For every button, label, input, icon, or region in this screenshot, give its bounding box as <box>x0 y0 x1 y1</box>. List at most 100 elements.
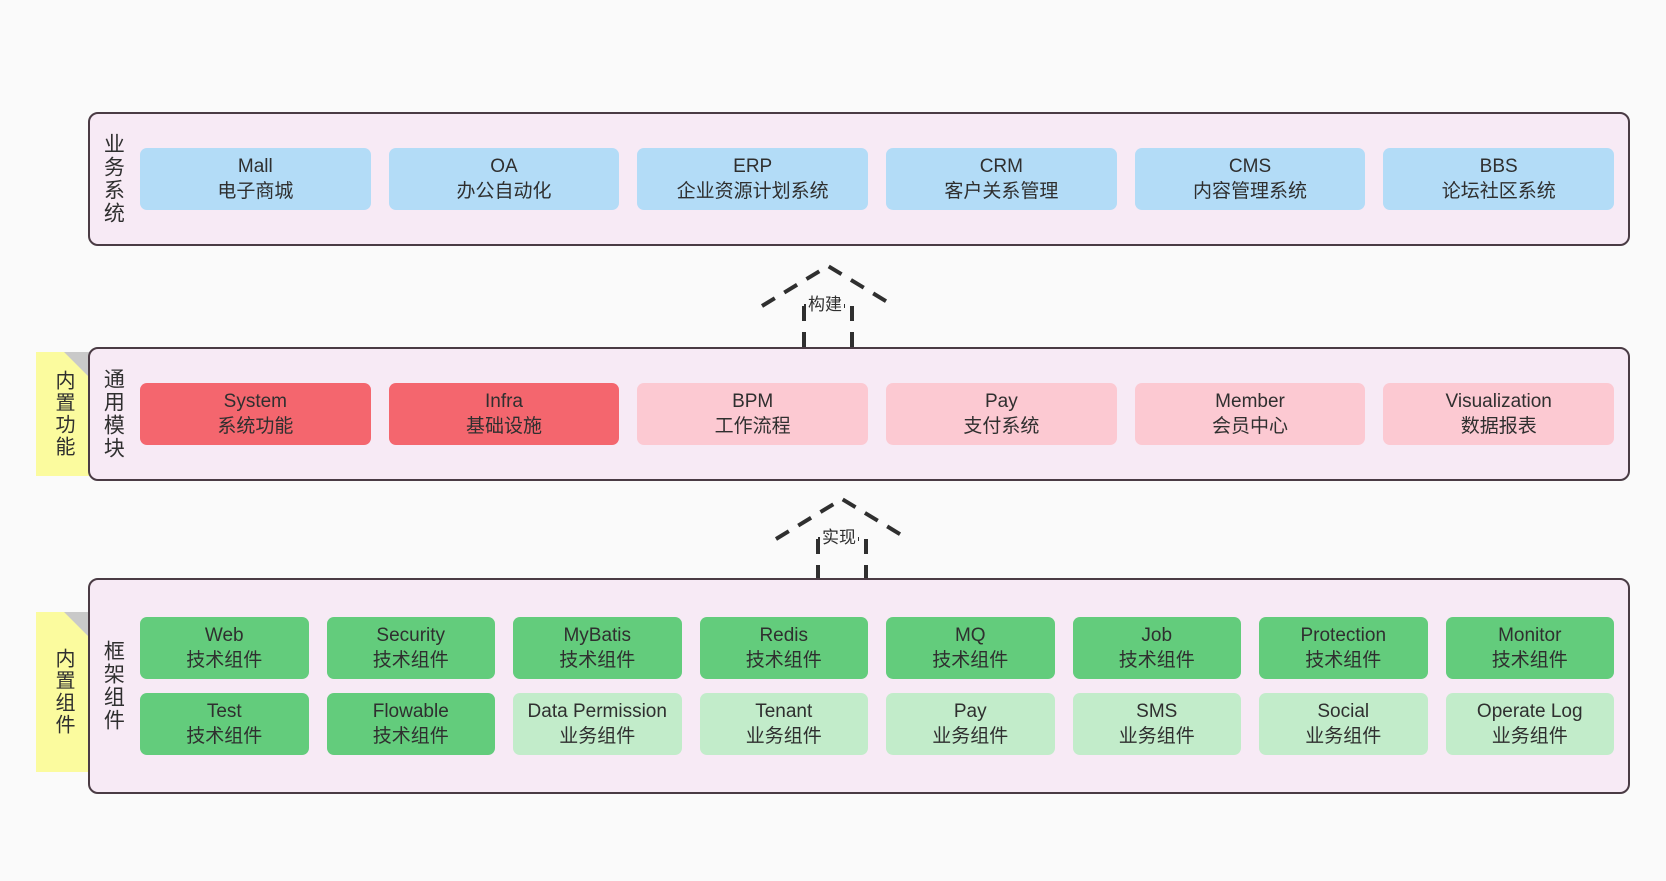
node-bbs[interactable]: BBS 论坛社区系统 <box>1383 147 1615 211</box>
node-infra[interactable]: Infra 基础设施 <box>388 382 620 446</box>
node-label-cn: 业务组件 <box>559 726 636 748</box>
node-pay[interactable]: Pay 支付系统 <box>886 382 1117 446</box>
node-label-en: Flowable <box>372 701 449 722</box>
node-label-cn: 业务组件 <box>1491 726 1568 748</box>
node-label-cn: 办公自动化 <box>456 181 552 202</box>
node-label-en: Job <box>1141 624 1173 646</box>
layer-title-business-system: 业务系统 <box>101 133 125 225</box>
node-label-cn: 业务组件 <box>932 726 1009 748</box>
node-label-en: CRM <box>979 155 1023 177</box>
node-oa[interactable]: OA 办公自动化 <box>388 147 620 211</box>
node-label-en: System <box>223 390 288 412</box>
node-tenant[interactable]: Tenant 业务组件 <box>699 693 868 756</box>
node-label-en: Monitor <box>1498 624 1562 646</box>
node-data-permission[interactable]: Data Permission 业务组件 <box>513 693 682 756</box>
node-label-en: ERP <box>733 155 773 177</box>
node-pay-component[interactable]: Pay 业务组件 <box>886 693 1055 756</box>
node-cms[interactable]: CMS 内容管理系统 <box>1134 147 1366 211</box>
node-label-cn: 系统功能 <box>217 416 294 437</box>
node-label-cn: 技术组件 <box>932 649 1009 671</box>
node-label-cn: 业务组件 <box>745 726 822 748</box>
node-label-en: MQ <box>954 624 986 646</box>
node-label-cn: 技术组件 <box>186 649 263 671</box>
sticky-note-builtin-function: 内置功能 <box>36 352 90 476</box>
node-social[interactable]: Social 业务组件 <box>1259 693 1428 756</box>
layer-body-common-module: System 系统功能 Infra 基础设施 BPM 工作流程 Pay 支付系统… <box>134 349 1628 479</box>
node-member[interactable]: Member 会员中心 <box>1134 382 1366 446</box>
node-label-en: Infra <box>484 390 524 412</box>
arrow-label-build: 构建 <box>806 290 844 315</box>
layer-row: Test 技术组件 Flowable 技术组件 Data Permission … <box>140 693 1614 756</box>
node-label-en: BPM <box>732 390 774 412</box>
node-label-en: Protection <box>1300 624 1387 646</box>
node-label-cn: 技术组件 <box>1491 649 1568 671</box>
node-label-en: Redis <box>759 624 809 646</box>
node-sms[interactable]: SMS 业务组件 <box>1072 693 1241 756</box>
node-label-en: Web <box>204 624 244 646</box>
node-label-cn: 技术组件 <box>372 726 449 748</box>
node-label-cn: 技术组件 <box>1305 649 1382 671</box>
sticky-fold-corner-icon <box>64 612 90 638</box>
node-label-cn: 客户关系管理 <box>944 181 1059 202</box>
layer-row: Mall 电子商城 OA 办公自动化 ERP 企业资源计划系统 CRM 客户关系… <box>140 147 1615 211</box>
node-erp[interactable]: ERP 企业资源计划系统 <box>637 147 869 211</box>
node-label-en: CMS <box>1228 155 1272 177</box>
node-label-en: Member <box>1215 390 1285 412</box>
node-label-cn: 业务组件 <box>1305 726 1382 748</box>
node-label-cn: 技术组件 <box>186 726 263 748</box>
node-web[interactable]: Web 技术组件 <box>140 616 309 679</box>
node-label-cn: 技术组件 <box>559 649 636 671</box>
node-system[interactable]: System 系统功能 <box>140 382 371 446</box>
node-visualization[interactable]: Visualization 数据报表 <box>1383 382 1615 446</box>
node-operate-log[interactable]: Operate Log 业务组件 <box>1445 693 1614 756</box>
node-label-cn: 技术组件 <box>745 649 822 671</box>
layer-row: Web 技术组件 Security 技术组件 MyBatis 技术组件 Redi… <box>140 616 1614 679</box>
node-mybatis[interactable]: MyBatis 技术组件 <box>513 616 682 679</box>
layer-framework-component[interactable]: 框架组件 Web 技术组件 Security 技术组件 MyBatis 技术组件… <box>88 578 1630 794</box>
sticky-note-label: 内置组件 <box>52 648 74 736</box>
node-label-en: Pay <box>984 390 1018 412</box>
node-label-en: Data Permission <box>527 701 667 722</box>
layer-title-common-module: 通用模块 <box>101 368 125 460</box>
node-mall[interactable]: Mall 电子商城 <box>140 147 371 211</box>
node-label-en: Test <box>206 701 242 722</box>
node-security[interactable]: Security 技术组件 <box>326 616 495 679</box>
node-label-en: MyBatis <box>563 624 632 646</box>
node-label-cn: 企业资源计划系统 <box>676 181 829 202</box>
node-monitor[interactable]: Monitor 技术组件 <box>1445 616 1614 679</box>
node-flowable[interactable]: Flowable 技术组件 <box>326 693 495 756</box>
node-label-en: Operate Log <box>1476 701 1583 722</box>
node-label-en: Security <box>376 624 446 646</box>
node-label-cn: 技术组件 <box>372 649 449 671</box>
node-label-en: OA <box>490 155 518 177</box>
node-job[interactable]: Job 技术组件 <box>1072 616 1241 679</box>
node-test[interactable]: Test 技术组件 <box>140 693 309 756</box>
node-mq[interactable]: MQ 技术组件 <box>886 616 1055 679</box>
arrow-implement: 实现 <box>772 495 912 581</box>
node-protection[interactable]: Protection 技术组件 <box>1259 616 1428 679</box>
node-label-en: Tenant <box>755 701 813 722</box>
layer-common-module[interactable]: 通用模块 System 系统功能 Infra 基础设施 BPM 工作流程 Pay… <box>88 347 1630 481</box>
layer-body-framework-component: Web 技术组件 Security 技术组件 MyBatis 技术组件 Redi… <box>134 580 1628 792</box>
node-bpm[interactable]: BPM 工作流程 <box>637 382 869 446</box>
node-label-cn: 工作流程 <box>714 416 791 437</box>
node-label-cn: 数据报表 <box>1460 416 1537 437</box>
layer-business-system[interactable]: 业务系统 Mall 电子商城 OA 办公自动化 ERP 企业资源计划系统 CRM… <box>88 112 1630 246</box>
arrow-build: 构建 <box>758 262 898 348</box>
node-crm[interactable]: CRM 客户关系管理 <box>886 147 1117 211</box>
node-label-en: BBS <box>1479 155 1518 177</box>
node-label-en: SMS <box>1136 701 1178 722</box>
layer-title-framework-component: 框架组件 <box>101 640 125 732</box>
arrow-label-implement: 实现 <box>820 523 858 548</box>
node-label-en: Visualization <box>1445 390 1552 412</box>
sticky-note-builtin-component: 内置组件 <box>36 612 90 772</box>
node-label-en: Pay <box>953 701 987 722</box>
node-redis[interactable]: Redis 技术组件 <box>699 616 868 679</box>
node-label-cn: 电子商城 <box>217 181 294 202</box>
node-label-cn: 论坛社区系统 <box>1441 181 1556 202</box>
node-label-en: Social <box>1317 701 1370 722</box>
node-label-en: Mall <box>237 155 273 177</box>
node-label-cn: 基础设施 <box>466 416 543 437</box>
node-label-cn: 技术组件 <box>1118 649 1195 671</box>
